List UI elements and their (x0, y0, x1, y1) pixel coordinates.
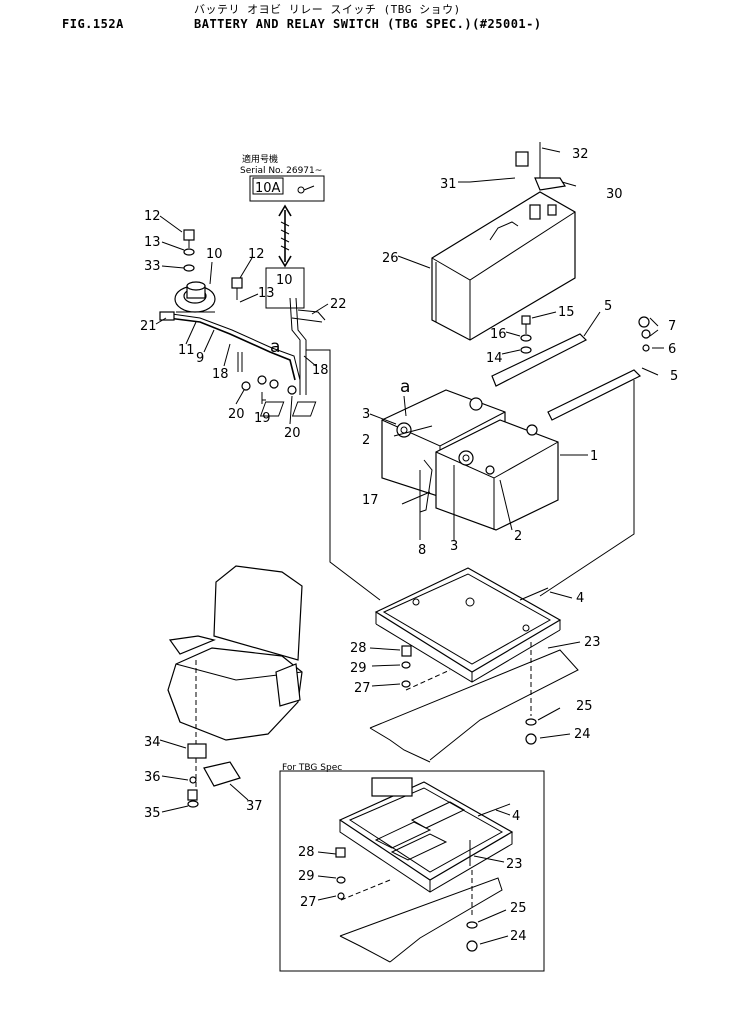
callout-22: 22 (330, 297, 347, 312)
callout-19: 19 (254, 411, 271, 426)
callout-14: 14 (486, 351, 503, 366)
callout-15: 15 (558, 305, 575, 320)
callout-18: 18 (212, 367, 229, 382)
callout-2: 2 (514, 529, 522, 544)
tray-hardware (401, 645, 537, 745)
callout-labels: 1 2 2 3 3 4 4 5 5 6 7 8 9 10 10 11 12 12… (140, 147, 678, 944)
callout-23: 23 (584, 635, 601, 650)
callout-3: 3 (450, 539, 458, 554)
callout-a: a (400, 377, 410, 397)
callout-5: 5 (670, 369, 678, 384)
callout-4: 4 (576, 591, 584, 606)
callout-24: 24 (574, 727, 591, 742)
callout-29: 29 (298, 869, 315, 884)
callout-23: 23 (506, 857, 523, 872)
callout-35: 35 (144, 806, 161, 821)
serial-box-label: 10A (255, 181, 281, 196)
callout-34: 34 (144, 735, 161, 750)
double-arrow-icon (278, 204, 292, 268)
callout-17: 17 (362, 493, 379, 508)
callout-36: 36 (144, 770, 161, 785)
callout-11: 11 (178, 343, 195, 358)
callout-20: 20 (284, 426, 301, 441)
callout-5: 5 (604, 299, 612, 314)
callout-31: 31 (440, 177, 457, 192)
callout-9: 9 (196, 351, 204, 366)
serial-note-number: Serial No. 26971~ (240, 166, 322, 176)
callout-13: 13 (258, 286, 275, 301)
callout-27: 27 (300, 895, 317, 910)
callout-7: 7 (668, 319, 676, 334)
callout-26: 26 (382, 251, 399, 266)
callout-28: 28 (298, 845, 315, 860)
title-japanese: バッテリ オヨビ リレー スイッチ (TBG ショウ) (194, 3, 461, 16)
figure-id: FIG.152A (62, 17, 124, 31)
callout-18: 18 (312, 363, 329, 378)
serial-note-applicable: 適用号機 (242, 153, 278, 165)
callout-6: 6 (668, 342, 676, 357)
inset-caption: For TBG Spec (282, 763, 342, 773)
callout-27: 27 (354, 681, 371, 696)
callout-32: 32 (572, 147, 589, 162)
hold-down-rods (491, 315, 651, 421)
callout-25: 25 (510, 901, 527, 916)
callout-1: 1 (590, 449, 598, 464)
callout-12: 12 (144, 209, 161, 224)
battery-tray (369, 567, 579, 763)
battery-box (431, 142, 576, 341)
callout-20: 20 (228, 407, 245, 422)
serial-note: 適用号機 Serial No. 26971~ 10A (240, 153, 325, 202)
title-english: BATTERY AND RELAY SWITCH (TBG SPEC.)(#25… (194, 17, 542, 31)
relay-switch-assembly (159, 229, 326, 401)
callout-10: 10 (276, 273, 293, 288)
callout-25: 25 (576, 699, 593, 714)
callout-4: 4 (512, 809, 520, 824)
callout-37: 37 (246, 799, 263, 814)
callout-10: 10 (206, 247, 223, 262)
callout-33: 33 (144, 259, 161, 274)
callout-28: 28 (350, 641, 367, 656)
callout-29: 29 (350, 661, 367, 676)
leader-lines (155, 147, 664, 945)
callout-24: 24 (510, 929, 527, 944)
callout-8: 8 (418, 543, 426, 558)
callout-30: 30 (606, 187, 623, 202)
callout-3: 3 (362, 407, 370, 422)
tbg-spec-inset: For TBG Spec (279, 763, 545, 972)
callout-2: 2 (362, 433, 370, 448)
batteries (259, 389, 559, 531)
callout-16: 16 (490, 327, 507, 342)
callout-13: 13 (144, 235, 161, 250)
operator-seat (167, 565, 303, 808)
callout-12: 12 (248, 247, 265, 262)
callout-21: 21 (140, 319, 157, 334)
callout-a: a (270, 337, 280, 357)
